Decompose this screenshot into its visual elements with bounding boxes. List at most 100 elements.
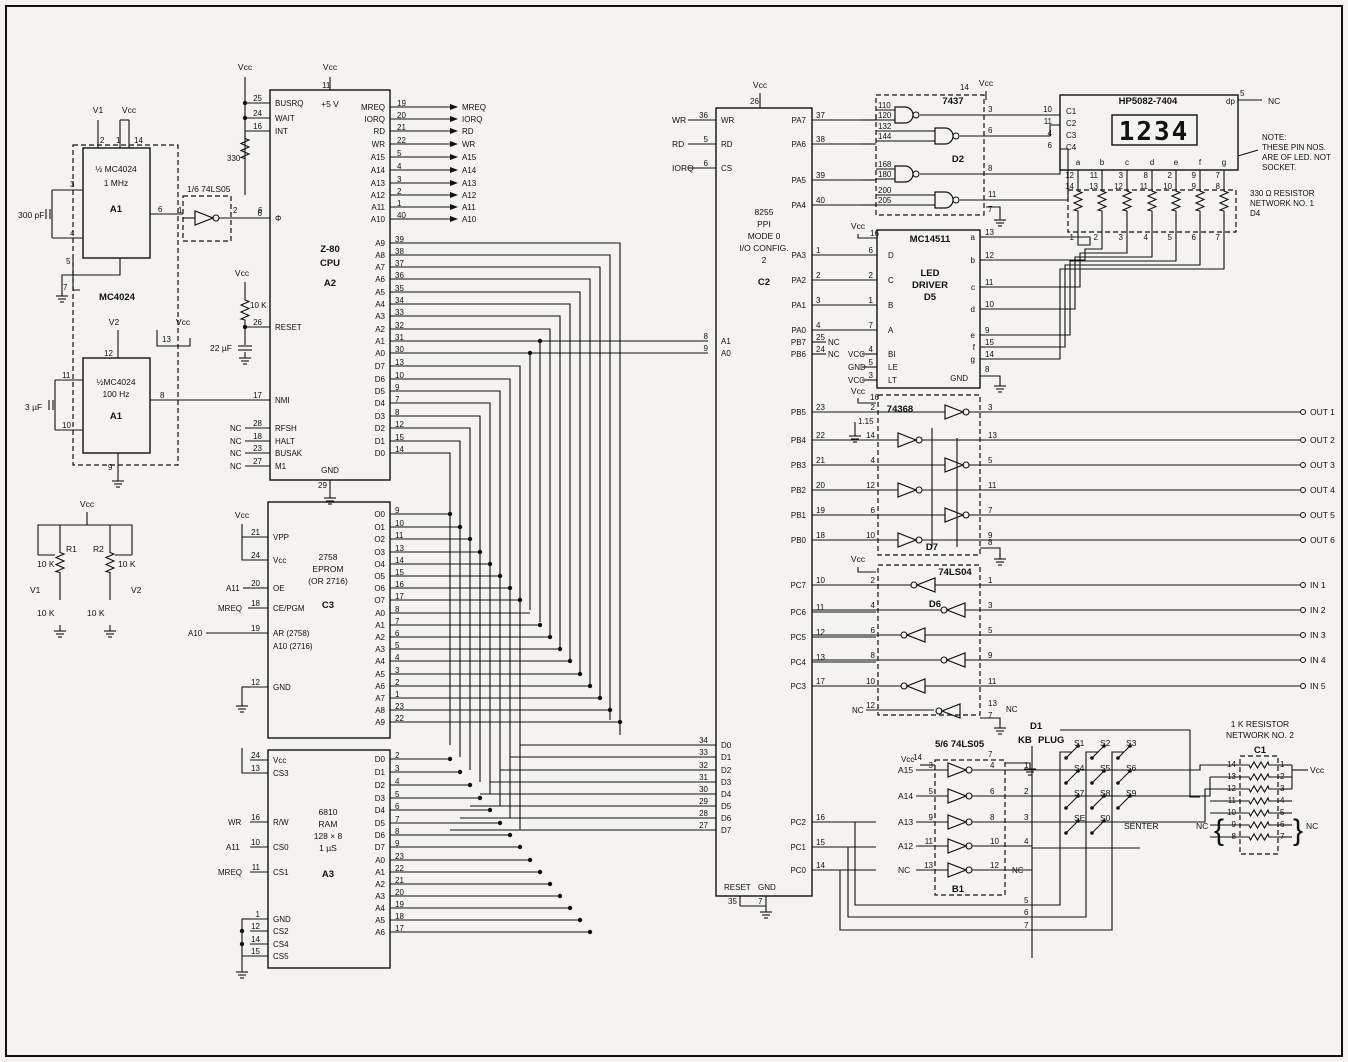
note-text: ARE OF LED. NOT	[1262, 153, 1331, 162]
network-resistor	[1240, 832, 1278, 842]
inverter-bubble	[965, 818, 973, 826]
led-dp: dp	[1226, 97, 1235, 106]
inverter-bubble	[965, 866, 973, 874]
resistor-value: 10 K	[37, 608, 55, 618]
ppi-pin-num: 8	[704, 332, 709, 341]
buffer-gate	[944, 457, 965, 473]
ram-pin-name: D5	[375, 819, 386, 828]
ram-pin-num: 19	[395, 900, 404, 909]
pot-value: 10 K	[118, 559, 136, 569]
ram-pin-num: 7	[395, 815, 400, 824]
ram-pin-name: D6	[375, 831, 386, 840]
a1b-label: A1	[110, 411, 123, 422]
ram-pin-name: CS2	[273, 927, 289, 936]
label: 11	[988, 190, 997, 199]
label: 6	[258, 206, 263, 215]
out-terminal	[1300, 462, 1306, 468]
network-resistor	[1240, 772, 1278, 782]
eprom-pin-name: OE	[273, 584, 285, 593]
resistor-value: 10 K	[87, 608, 105, 618]
signal-out: A12	[462, 191, 477, 200]
nand-gate	[894, 165, 914, 183]
d2-label: 7437	[942, 96, 963, 107]
junction-dot	[557, 893, 563, 899]
r1-label: R1	[66, 544, 77, 554]
led-pin-num: 11	[1044, 117, 1053, 126]
eprom-pin-num: 23	[395, 702, 404, 711]
ppi-pin-num: 19	[816, 506, 825, 515]
out-label: OUT 5	[1310, 510, 1335, 520]
label: 9	[929, 813, 934, 822]
ppi-pin-num: 22	[816, 431, 825, 440]
d5-pin-num: 5	[869, 358, 874, 367]
arrow	[450, 141, 458, 147]
d4-in-num: 7	[1216, 233, 1221, 242]
switch-label: S4	[1074, 763, 1085, 773]
vcc-label: Vcc	[235, 510, 250, 520]
v2-tap: V2	[131, 585, 142, 595]
cpu-gnd: GND	[321, 466, 339, 475]
net2-num: 12	[1227, 784, 1236, 793]
ram-pin-num: 3	[395, 764, 400, 773]
nc-label: NC	[828, 338, 840, 347]
label: 8	[990, 813, 995, 822]
address-line	[390, 328, 551, 635]
label: 14	[960, 83, 969, 92]
d4-pin-num: 14	[1065, 182, 1074, 191]
ram-pin-name: R/W	[273, 818, 289, 827]
wire	[980, 375, 1001, 380]
junction-dot	[497, 820, 503, 826]
ram-pin-name: D2	[375, 781, 386, 790]
ppi-pin-name: PC5	[790, 633, 806, 642]
ppi-pin-name: D7	[721, 826, 732, 835]
eprom-pin-num: 12	[251, 678, 260, 687]
signal-out: RD	[462, 127, 474, 136]
cpu-pin-num: 12	[395, 420, 404, 429]
d4-pin-num: 11	[1140, 182, 1149, 191]
buffer-gate	[915, 577, 936, 593]
eprom-pin-name: A2	[375, 633, 385, 642]
cpu-pin-name: RFSH	[275, 424, 297, 433]
ram-pin-num: 9	[395, 839, 400, 848]
ppi-pin-name: PA7	[791, 116, 806, 125]
inverter-bubble	[912, 111, 920, 119]
v1-label: V1	[93, 105, 104, 115]
junction-dot	[537, 869, 543, 875]
ppi-pin-name: RD	[721, 140, 733, 149]
led-pin-name: C2	[1066, 119, 1077, 128]
d5-side: VCC	[848, 376, 865, 385]
z80-cpu	[269, 89, 391, 481]
ppi-pin-name: PC4	[790, 658, 806, 667]
nc-label: NC	[828, 350, 840, 359]
eprom-pin-name: GND	[273, 683, 291, 692]
cpu-pin-num: 36	[395, 271, 404, 280]
junction-dot	[487, 807, 493, 813]
led-seg-num: 12	[1065, 171, 1074, 180]
page-border	[5, 5, 1343, 1057]
nand-gate	[934, 127, 954, 145]
cpu-pin-num: 9	[395, 383, 400, 392]
led-pin-num: 6	[1048, 141, 1053, 150]
address-line	[390, 242, 621, 735]
d5-label: MC14511	[910, 234, 951, 245]
eprom-pin-num: 15	[395, 568, 404, 577]
in-label: IN 1	[1310, 580, 1326, 590]
d5-pin-num: 11	[985, 278, 994, 287]
switch	[1091, 795, 1105, 809]
d5-pin-name: b	[971, 256, 976, 265]
label: 144	[878, 132, 892, 141]
net2-num: 11	[1228, 796, 1237, 805]
signal-out: A14	[462, 166, 477, 175]
ram-pin-num: 23	[395, 852, 404, 861]
ram-pin-name: CS3	[273, 769, 289, 778]
cpu-pin-num: 2	[397, 187, 402, 196]
cpu-pin-num: 8	[395, 408, 400, 417]
cpu-pin-name: BUSRQ	[275, 99, 303, 108]
net2-num: 2	[1280, 772, 1285, 781]
switch-label: SE	[1074, 813, 1086, 823]
d5-gnd-pin: 8	[985, 365, 990, 374]
cpu-pin-num: 15	[395, 433, 404, 442]
ppi-pin-num: 6	[704, 159, 709, 168]
d5-pin-name: LE	[888, 363, 898, 372]
vcc-label: Vcc	[753, 80, 768, 90]
